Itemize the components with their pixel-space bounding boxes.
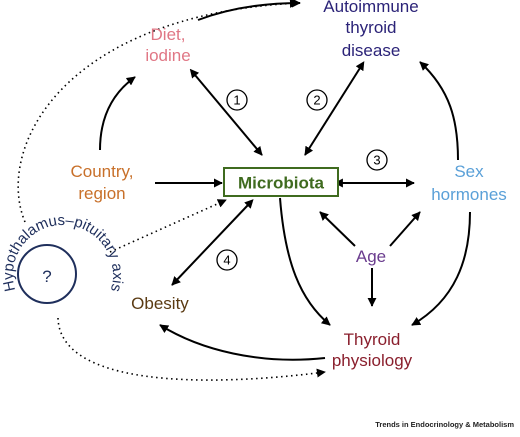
node-thyroid-line1: Thyroid bbox=[344, 330, 401, 349]
arrow-autoimmune-microbiota-bidirectional bbox=[304, 61, 365, 156]
svg-text:3: 3 bbox=[373, 153, 380, 168]
node-age: Age bbox=[356, 247, 386, 266]
hpa-question-mark: ? bbox=[42, 267, 51, 286]
arrow-sex-to-autoimmune bbox=[419, 61, 459, 161]
hpa-node: ? Hypothalamus–pituitary axis bbox=[0, 212, 126, 304]
node-obesity: Obesity bbox=[131, 294, 189, 313]
arrow-age-to-sex bbox=[389, 211, 421, 247]
node-autoimmune-line1: Autoimmune bbox=[323, 0, 418, 16]
marker-4: 4 bbox=[216, 249, 238, 271]
arrow-diet-microbiota-bidirectional bbox=[189, 68, 263, 156]
node-sex-line1: Sex bbox=[454, 162, 484, 181]
marker-1: 1 bbox=[226, 89, 248, 111]
svg-text:2: 2 bbox=[313, 93, 320, 108]
arrow-diet-to-autoimmune bbox=[197, 0, 301, 21]
dotted-arrow-hpa-to-thyroid bbox=[57, 317, 326, 381]
arrow-microbiota-to-thyroid bbox=[279, 197, 331, 326]
node-autoimmune-line2: thyroid bbox=[345, 18, 396, 37]
node-autoimmune-line3: disease bbox=[342, 41, 401, 60]
svg-text:1: 1 bbox=[233, 93, 240, 108]
arrow-microbiota-obesity-bidirectional bbox=[171, 199, 254, 286]
node-country-line2: region bbox=[78, 184, 125, 203]
svg-text:4: 4 bbox=[223, 253, 230, 268]
hpa-ring bbox=[17, 244, 77, 304]
arrow-sex-to-thyroid bbox=[411, 211, 471, 326]
node-sex-line2: hormones bbox=[431, 185, 507, 204]
arrow-country-to-diet bbox=[99, 76, 136, 151]
node-country-line1: Country, bbox=[71, 162, 134, 181]
marker-3: 3 bbox=[366, 149, 388, 171]
microbiota-box bbox=[223, 167, 339, 197]
node-microbiota: Microbiota bbox=[238, 174, 324, 193]
journal-credit: Trends in Endocrinology & Metabolism bbox=[375, 420, 514, 429]
node-diet-line2: iodine bbox=[145, 46, 190, 65]
arrow-thyroid-to-obesity bbox=[159, 324, 326, 361]
marker-2: 2 bbox=[306, 89, 328, 111]
node-diet-line1: Diet, bbox=[151, 25, 186, 44]
arrow-age-to-microbiota bbox=[319, 211, 356, 247]
node-thyroid-line2: physiology bbox=[332, 351, 413, 370]
dotted-arrow-hpa-to-microbiota bbox=[109, 199, 227, 253]
